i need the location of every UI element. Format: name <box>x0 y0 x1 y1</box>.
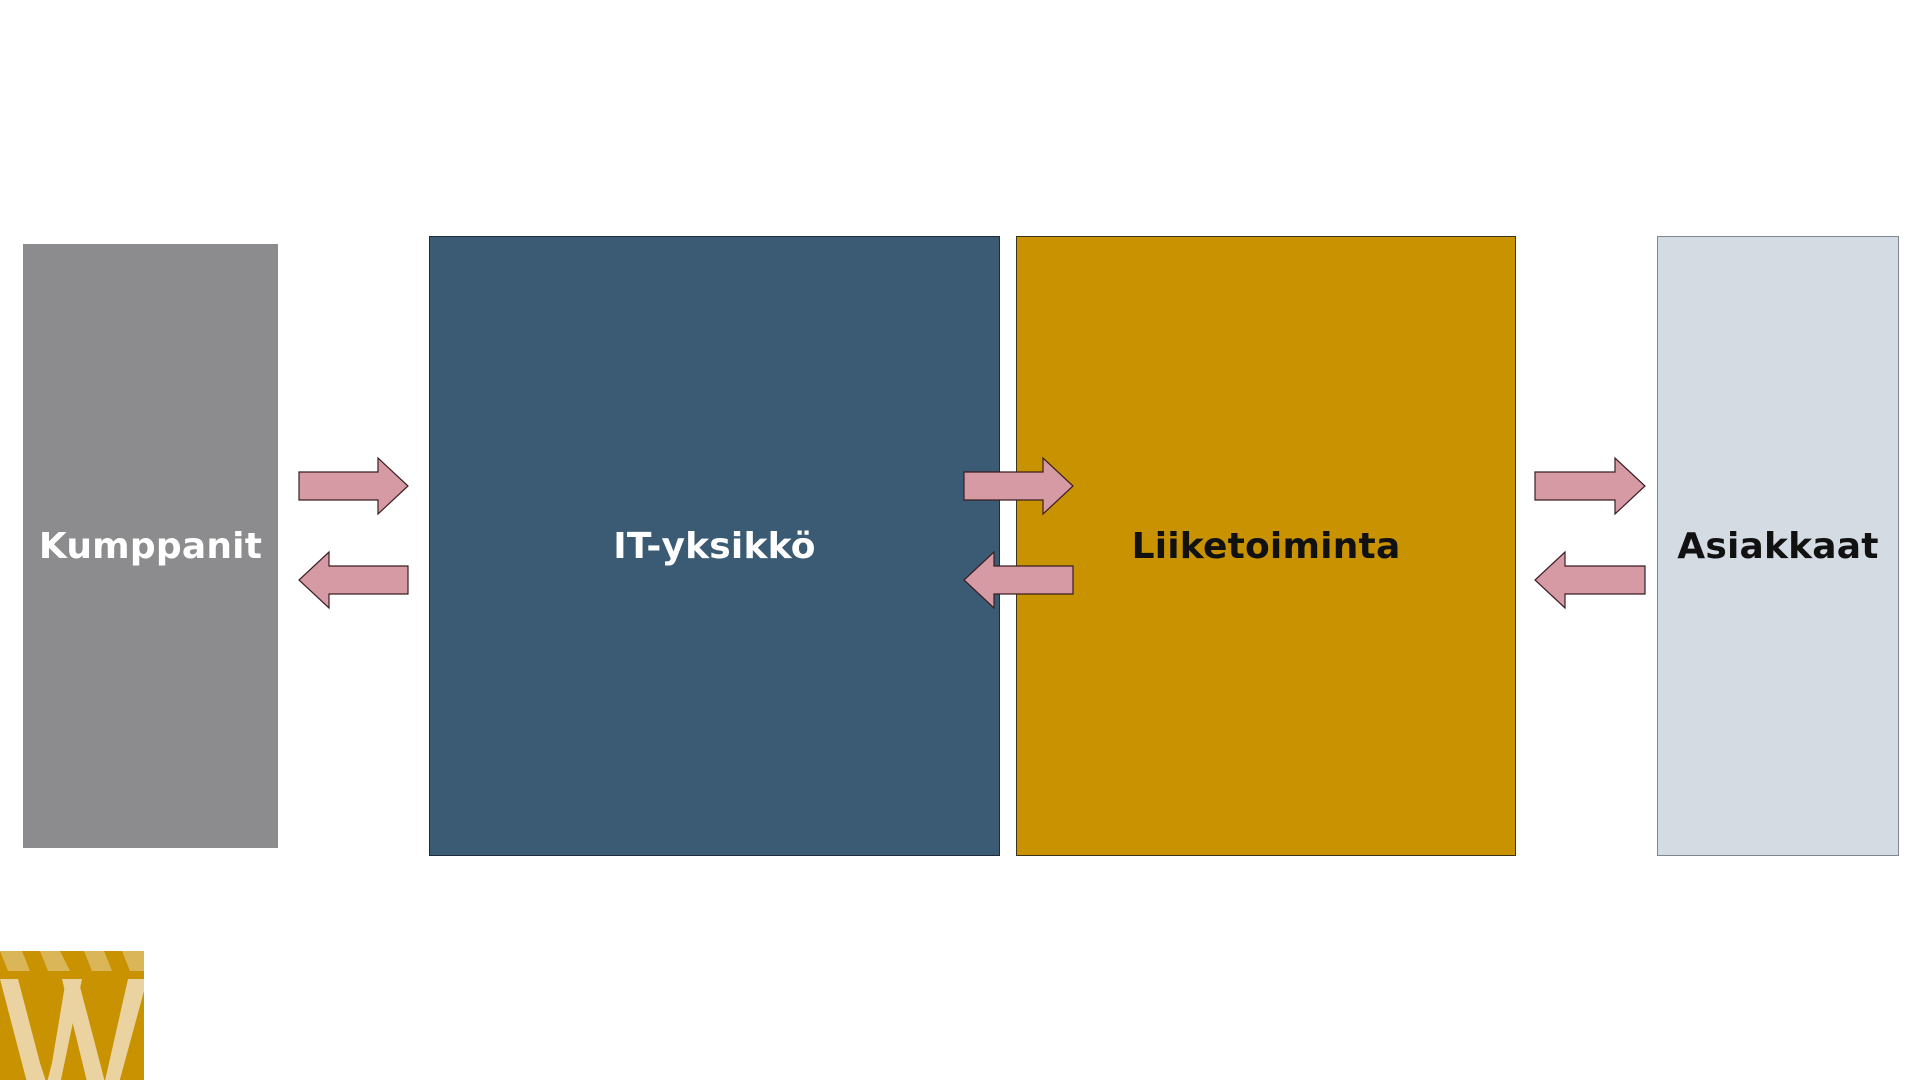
arrow-right-business-customers-icon <box>1534 456 1646 516</box>
customers-box: Asiakkaat <box>1657 236 1899 856</box>
partners-box: Kumppanit <box>23 244 278 848</box>
arrow-right-partners-it-icon <box>298 456 409 516</box>
partners-label: Kumppanit <box>38 525 263 567</box>
it-unit-box: IT-yksikkö <box>429 236 1000 856</box>
customers-label: Asiakkaat <box>1677 525 1879 567</box>
business-label: Liiketoiminta <box>1131 525 1401 567</box>
arrow-left-partners-it-icon <box>298 550 409 610</box>
business-box: Liiketoiminta <box>1016 236 1516 856</box>
it-unit-label: IT-yksikkö <box>613 525 816 567</box>
arrow-left-business-customers-icon <box>1534 550 1646 610</box>
w-monogram-logo <box>0 951 144 1080</box>
